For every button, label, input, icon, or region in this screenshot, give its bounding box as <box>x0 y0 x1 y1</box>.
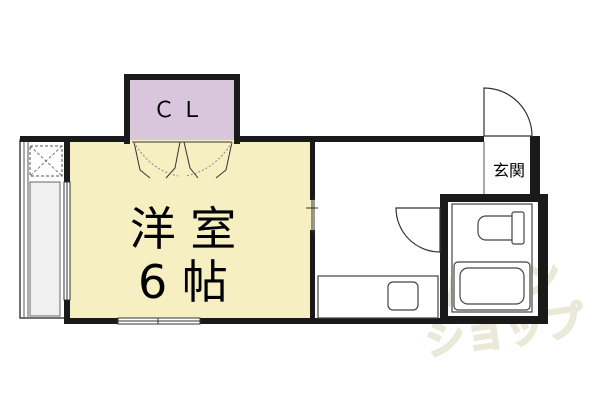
south-window <box>117 317 201 325</box>
western-room-floor <box>68 140 313 318</box>
western-room-size: 6 帖 <box>138 255 228 309</box>
west-window <box>63 181 71 301</box>
kitchen-sink <box>387 281 419 311</box>
closet-label: ＣＬ <box>153 98 209 123</box>
closet-doors <box>132 141 233 179</box>
kitchen-counter <box>317 275 439 319</box>
entrance-door <box>483 87 533 137</box>
unit-bath <box>451 203 533 313</box>
closet-floor <box>128 78 235 140</box>
western-room-name: 洋 室 <box>130 202 237 256</box>
balcony <box>19 139 69 319</box>
bathroom-door <box>395 207 441 253</box>
entrance-label: 玄関 <box>493 161 525 180</box>
sliding-door <box>306 198 318 234</box>
walls <box>20 74 548 324</box>
